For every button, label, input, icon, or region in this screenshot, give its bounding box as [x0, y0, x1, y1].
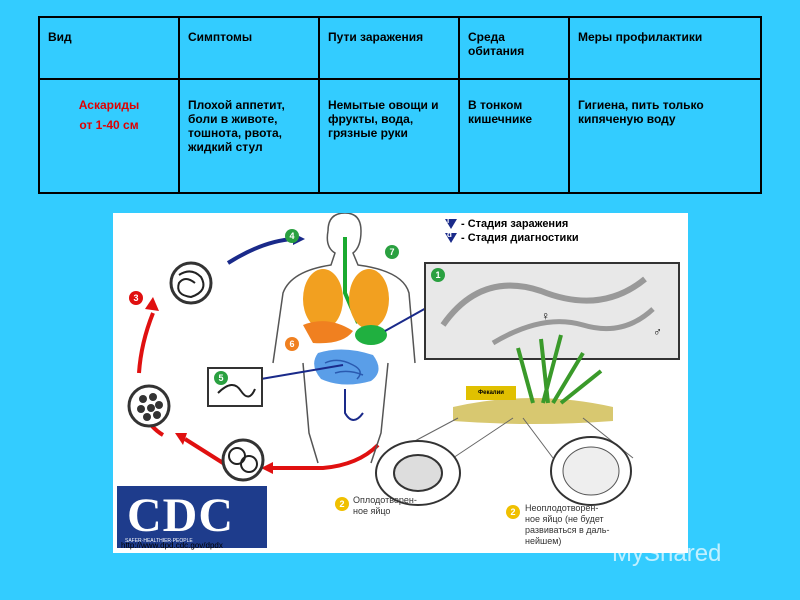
- soil-feces-label: Фекалии: [466, 386, 516, 400]
- legend-diagnostic-marker: d: [447, 230, 452, 239]
- header-transmission: Пути заражения: [328, 30, 424, 44]
- unfertilized-egg-caption: Неоплодотворен- ное яйцо (не будет разви…: [525, 503, 610, 546]
- step-badge-4: 4: [285, 229, 299, 243]
- prevention-cell: Гигиена, пить только кипяченую воду: [578, 98, 704, 126]
- step-badge-2-fertilized: 2: [335, 497, 349, 511]
- table-header-row: Вид Симптомы Пути заражения Среда обитан…: [38, 16, 762, 80]
- step-badge-2-unfertilized: 2: [506, 505, 520, 519]
- symptoms-cell: Плохой аппетит, боли в животе, тошнота, …: [188, 98, 285, 154]
- fertilized-egg-caption: Оплодотворен- ное яйцо: [353, 495, 417, 516]
- species-name: Аскариды: [78, 98, 140, 112]
- ascaris-info-table: Вид Симптомы Пути заражения Среда обитан…: [38, 16, 762, 194]
- habitat-cell: В тонком кишечнике: [468, 98, 533, 126]
- header-habitat: Среда обитания: [468, 30, 525, 58]
- species-size: от 1-40 см: [79, 118, 139, 132]
- step-badge-1: 1: [431, 268, 445, 282]
- header-species: Вид: [48, 30, 72, 44]
- step-badge-6: 6: [285, 337, 299, 351]
- step-badge-5: 5: [214, 371, 228, 385]
- legend-infection-stage: - Стадия заражения: [461, 218, 569, 230]
- header-prevention: Меры профилактики: [578, 30, 703, 44]
- cdc-url: http://www.dpd.cdc.gov/dpdx: [121, 541, 223, 550]
- header-symptoms: Симптомы: [188, 30, 253, 44]
- transmission-cell: Немытые овощи и фрукты, вода, грязные ру…: [328, 98, 439, 140]
- male-symbol-icon: ♂: [653, 325, 662, 339]
- site-watermark: MyShared: [612, 540, 722, 567]
- legend-diagnostic-stage: - Стадия диагностики: [461, 232, 579, 244]
- step-badge-7: 7: [385, 245, 399, 259]
- legend-infection-marker: i: [447, 216, 450, 225]
- table-row: Аскариды от 1-40 см Плохой аппетит, боли…: [38, 78, 762, 194]
- ascaris-lifecycle-diagram: 4 7 3 6 5 1 2 2 i d - Стадия заражения -…: [113, 213, 688, 553]
- step-badge-3: 3: [129, 291, 143, 305]
- lifecycle-illustration: [127, 213, 680, 506]
- female-symbol-icon: ♀: [541, 309, 550, 323]
- cdc-logo: CDC SAFER·HEALTHIER·PEOPLE: [117, 486, 267, 548]
